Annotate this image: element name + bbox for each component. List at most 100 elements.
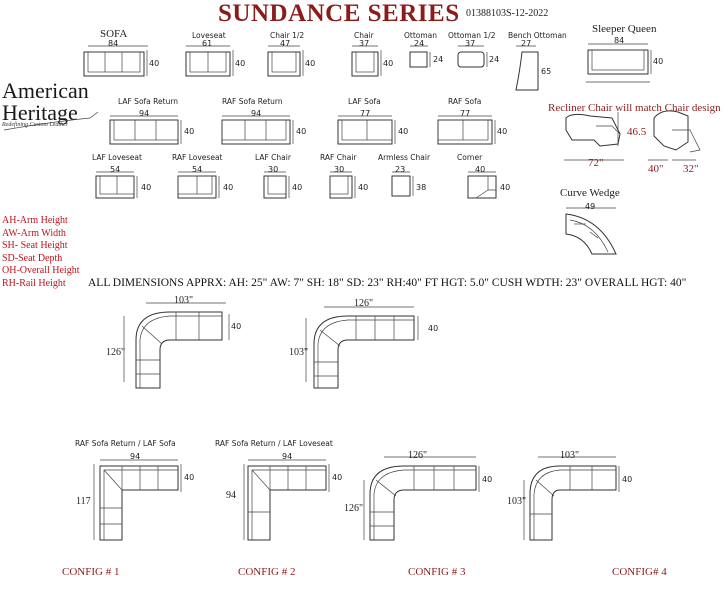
legend-item: AH-Arm Height	[2, 215, 68, 226]
recliner-open-depth: 72"	[588, 157, 604, 169]
curve-wedge-drawing	[565, 207, 617, 255]
piece-chair	[351, 45, 382, 77]
piece-laf-sofa	[337, 115, 396, 145]
recliner-note: Recliner Chair will match Chair design	[548, 102, 721, 114]
dim-raf-sofa-return-w: 94	[251, 109, 262, 118]
piece-loveseat	[185, 45, 234, 77]
label-raf-loveseat: RAF Loveseat	[172, 153, 223, 162]
page-title: SUNDANCE SERIES	[218, 0, 460, 27]
dim-corner-w: 40	[475, 165, 486, 174]
piece-sofa	[83, 45, 148, 77]
dim-raf-loveseat-h: 40	[223, 183, 234, 192]
config-1-drawing	[93, 459, 182, 541]
dim-laf-chair-w: 30	[268, 165, 279, 174]
legend-item: RH-Rail Height	[2, 277, 66, 289]
dim-raf-loveseat-w: 54	[192, 165, 203, 174]
label-raf-chair: RAF Chair	[320, 153, 357, 162]
dim-sofa-h: 40	[149, 59, 160, 68]
piece-chair-half	[267, 45, 304, 77]
piece-corner	[467, 171, 497, 199]
document-code: 01388103S-12-2022	[466, 8, 549, 19]
dim-config-2-depth: 40	[332, 473, 343, 482]
dim-curved-a-top: 103"	[174, 295, 194, 306]
config-4-drawing	[523, 456, 620, 541]
dim-ottoman-half-h: 24	[489, 55, 500, 64]
dim-armless-chair-w: 23	[395, 165, 406, 174]
label-laf-chair: LAF Chair	[255, 153, 291, 162]
config-2-title: RAF Sofa Return / LAF Loveseat	[215, 439, 333, 448]
dim-config-2-top: 94	[282, 452, 293, 461]
dim-curved-b-side: 103"	[289, 347, 309, 358]
dim-sleeper-h: 40	[653, 57, 664, 66]
dim-chair-half-w: 47	[280, 39, 291, 48]
dim-config-3-side: 126"	[344, 503, 364, 514]
dim-laf-sofa-return-h: 40	[184, 127, 195, 136]
dim-raf-sofa-w: 77	[460, 109, 471, 118]
label-laf-loveseat: LAF Loveseat	[92, 153, 142, 162]
dim-curve-wedge-w: 49	[585, 202, 596, 211]
dim-ottoman-half-w: 37	[465, 39, 476, 48]
legend-item: AW-Arm Width	[2, 227, 66, 239]
label-loveseat: Loveseat	[192, 31, 226, 40]
dim-curved-a-depth: 40	[231, 322, 242, 331]
recliner-height: 46.5	[627, 126, 647, 138]
label-laf-sofa: LAF Sofa	[348, 97, 381, 106]
dim-config-3-depth: 40	[482, 475, 493, 484]
dim-laf-sofa-w: 77	[360, 109, 371, 118]
dim-config-4-top: 103"	[560, 450, 580, 461]
dim-laf-loveseat-h: 40	[141, 183, 152, 192]
dim-config-1-depth: 40	[184, 473, 195, 482]
curved-sectional-a	[123, 302, 230, 389]
dim-laf-sofa-return-w: 94	[139, 109, 150, 118]
recliner-depth: 40"	[648, 163, 664, 175]
legend: AH-Arm Height AW-Arm Width SH- Seat Heig…	[2, 215, 79, 291]
recliner-width: 32"	[683, 163, 699, 175]
piece-armless-chair	[391, 171, 414, 197]
label-laf-sofa-return: LAF Sofa Return	[118, 97, 179, 106]
piece-laf-loveseat	[95, 171, 138, 199]
legend-item: SD-Seat Depth	[2, 252, 63, 264]
label-sofa: SOFA	[100, 28, 128, 40]
piece-bench-ottoman	[515, 45, 539, 91]
brand-line2: Heritage	[2, 100, 78, 125]
dim-ottoman-h: 24	[433, 55, 444, 64]
dim-loveseat-w: 61	[202, 39, 213, 48]
dim-chair-half-h: 40	[305, 59, 316, 68]
config-3-label: CONFIG # 3	[408, 566, 466, 578]
dim-config-1-side: 117	[76, 496, 91, 507]
dim-ottoman-w: 24	[414, 39, 425, 48]
dim-raf-chair-w: 30	[334, 165, 345, 174]
dim-raf-sofa-return-h: 40	[296, 127, 307, 136]
brand-logo: American Heritage	[2, 80, 89, 124]
config-4-label: CONFIG# 4	[612, 566, 667, 578]
dim-config-2-side: 94	[226, 490, 236, 501]
piece-ottoman	[409, 45, 431, 68]
dim-sleeper-w: 84	[614, 36, 625, 45]
config-2-label: CONFIG # 2	[238, 566, 296, 578]
dim-laf-loveseat-w: 54	[110, 165, 121, 174]
label-chair-half: Chair 1/2	[270, 31, 305, 40]
brand-swoosh	[3, 111, 99, 131]
label-armless-chair: Armless Chair	[378, 153, 431, 162]
dim-corner-h: 40	[500, 183, 511, 192]
label-curve-wedge: Curve Wedge	[560, 187, 620, 199]
dim-armless-chair-h: 38	[416, 183, 427, 192]
config-1-label: CONFIG # 1	[62, 566, 120, 578]
piece-laf-sofa-return	[109, 115, 182, 145]
config-1-title: RAF Sofa Return / LAF Sofa	[75, 439, 176, 448]
dim-config-3-top: 126"	[408, 450, 428, 461]
recliner-drawing	[564, 110, 701, 161]
label-corner: Corner	[457, 153, 483, 162]
piece-raf-sofa	[437, 115, 496, 145]
dim-raf-sofa-h: 40	[497, 127, 508, 136]
piece-raf-loveseat	[177, 171, 220, 199]
dim-sofa-w: 84	[108, 39, 119, 48]
dim-config-1-top: 94	[130, 452, 141, 461]
piece-sleeper-queen	[586, 43, 652, 83]
dim-raf-chair-h: 40	[358, 183, 369, 192]
legend-item: SH- Seat Height	[2, 240, 68, 252]
label-bench-ottoman: Bench Ottoman	[508, 31, 567, 40]
dim-curved-a-side: 126"	[106, 347, 126, 358]
label-ottoman-half: Ottoman 1/2	[448, 31, 496, 40]
